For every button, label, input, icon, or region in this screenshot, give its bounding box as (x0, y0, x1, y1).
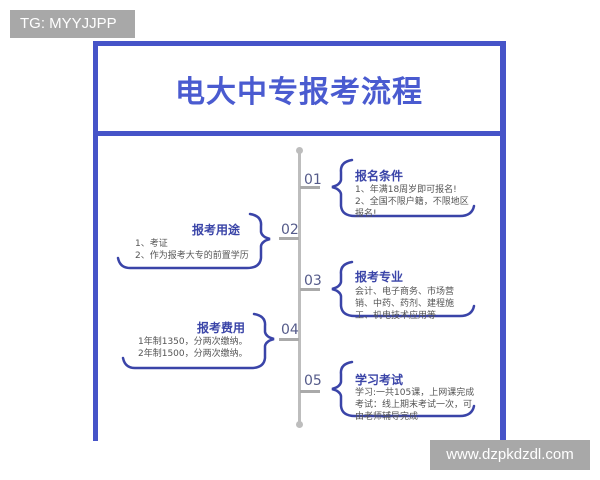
step-number-01: 01 (304, 172, 322, 188)
step-number-02: 02 (281, 222, 299, 238)
step-line: 学习:一共105课，上网课完成 (355, 388, 475, 398)
step-tick-03 (300, 288, 320, 291)
step-heading-04: 报考费用 (196, 321, 245, 335)
brace-03 (331, 260, 476, 318)
frame-left-border (93, 41, 98, 441)
frame-top-border (93, 41, 506, 46)
step-line: 1年制1350，分两次缴纳。 (138, 337, 248, 347)
timeline-line (298, 150, 301, 425)
step-line: 销、中药、药剂、建程施 (355, 299, 455, 309)
brace-02 (116, 212, 271, 270)
step-tick-04 (279, 338, 299, 341)
page-title: 电大中专报考流程 (175, 74, 423, 110)
step-line: 工、机电技术应用等 (355, 311, 437, 321)
timeline-start-dot (296, 147, 303, 154)
step-line: 1、考证 (135, 239, 168, 249)
watermark-top-left: TG: MYYJJPP (10, 10, 135, 38)
step-heading-03: 报考专业 (355, 270, 404, 284)
step-text-04: 1年制1350，分两次缴纳。 2年制1500，分两次缴纳。 (138, 336, 248, 360)
watermark-bottom-right: www.dzpkdzdl.com (430, 440, 590, 470)
step-number-03: 03 (304, 273, 322, 289)
brace-05 (331, 360, 476, 418)
step-heading-05: 学习考试 (355, 373, 404, 387)
step-text-05: 学习:一共105课，上网课完成 考试：线上期末考试一次，可 由老师辅导完成 (355, 387, 474, 423)
step-line: 2年制1500，分两次缴纳。 (138, 349, 248, 359)
brace-01 (331, 158, 476, 218)
step-number-04: 04 (281, 322, 299, 338)
step-text-03: 会计、电子商务、市场营 销、中药、药剂、建程施 工、机电技术应用等 (355, 286, 454, 322)
step-tick-01 (300, 186, 320, 189)
step-line: 由老师辅导完成 (355, 412, 419, 422)
step-line: 考试：线上期末考试一次，可 (355, 400, 473, 410)
step-number-05: 05 (304, 373, 322, 389)
step-tick-05 (300, 390, 320, 393)
step-text-01: 1、年满18周岁即可报名! 2、全国不限户籍，不限地区 报名! (355, 184, 469, 220)
frame-right-border (500, 41, 506, 441)
step-heading-02: 报考用途 (191, 223, 240, 237)
step-text-02: 1、考证 2、作为报考大专的前置学历 (135, 238, 249, 262)
step-line: 1、年满18周岁即可报名! (355, 185, 457, 195)
step-tick-02 (279, 237, 299, 240)
timeline-end-dot (296, 421, 303, 428)
brace-04 (121, 312, 275, 370)
title-divider (93, 131, 506, 136)
step-line: 报名! (355, 209, 377, 219)
step-heading-01: 报名条件 (355, 169, 404, 183)
step-line: 会计、电子商务、市场营 (355, 287, 455, 297)
step-line: 2、全国不限户籍，不限地区 (355, 197, 469, 207)
step-line: 2、作为报考大专的前置学历 (135, 251, 249, 261)
